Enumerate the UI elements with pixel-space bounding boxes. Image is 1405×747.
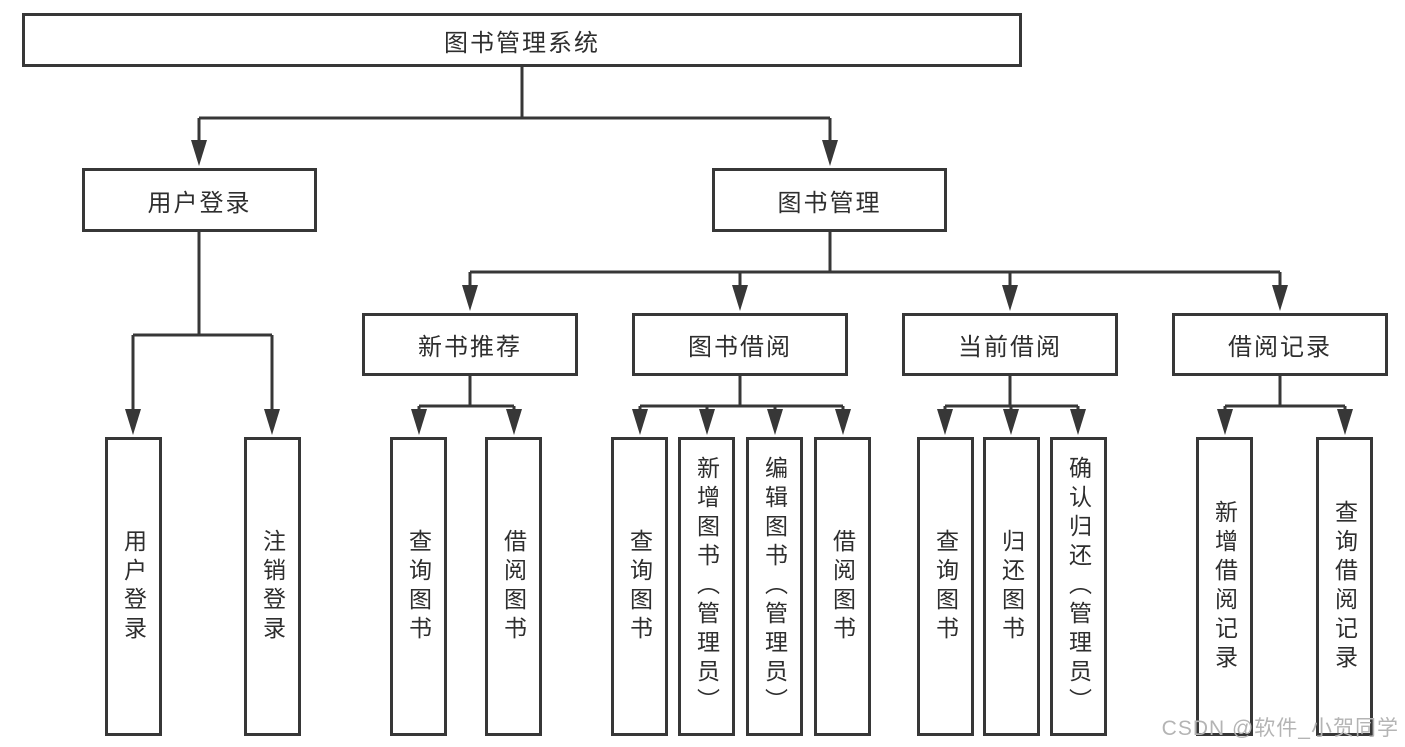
node-book-borrowing: 图书借阅	[632, 313, 848, 376]
arrow-down-icon	[1272, 285, 1288, 311]
arrowheads	[125, 140, 1353, 435]
arrow-down-icon	[632, 409, 648, 435]
node-user-login: 用户登录	[82, 168, 317, 232]
leaf-user-login: 用户登录	[105, 437, 162, 736]
arrow-down-icon	[937, 409, 953, 435]
leaf-query-books: 查询图书	[390, 437, 447, 736]
arrow-down-icon	[1002, 285, 1018, 311]
arrow-down-icon	[767, 409, 783, 435]
arrow-down-icon	[1337, 409, 1353, 435]
leaf-confirm-return-admin: 确认归还（管理员）	[1050, 437, 1107, 736]
leaf-return-books: 归还图书	[983, 437, 1040, 736]
node-new-book-recommendation: 新书推荐	[362, 313, 578, 376]
arrow-down-icon	[835, 409, 851, 435]
arrow-down-icon	[264, 409, 280, 435]
arrow-down-icon	[191, 140, 207, 166]
arrow-down-icon	[411, 409, 427, 435]
arrow-down-icon	[1070, 409, 1086, 435]
leaf-query-borrow-record: 查询借阅记录	[1316, 437, 1373, 736]
leaf-borrow-books: 借阅图书	[485, 437, 542, 736]
leaf-query-books-3: 查询图书	[917, 437, 974, 736]
leaf-add-books-admin: 新增图书（管理员）	[678, 437, 735, 736]
leaf-query-books-2: 查询图书	[611, 437, 668, 736]
arrow-down-icon	[1003, 409, 1019, 435]
arrow-down-icon	[822, 140, 838, 166]
node-book-management: 图书管理	[712, 168, 947, 232]
leaf-logout: 注销登录	[244, 437, 301, 736]
node-library-management-system: 图书管理系统	[22, 13, 1022, 67]
arrow-down-icon	[699, 409, 715, 435]
node-current-borrowing: 当前借阅	[902, 313, 1118, 376]
arrow-down-icon	[125, 409, 141, 435]
leaf-add-borrow-record: 新增借阅记录	[1196, 437, 1253, 736]
leaf-edit-books-admin: 编辑图书（管理员）	[746, 437, 803, 736]
arrow-down-icon	[506, 409, 522, 435]
arrow-down-icon	[1217, 409, 1233, 435]
arrow-down-icon	[462, 285, 478, 311]
node-borrowing-records: 借阅记录	[1172, 313, 1388, 376]
watermark-csdn: CSDN @软件_小贺同学	[1161, 717, 1399, 740]
arrow-down-icon	[732, 285, 748, 311]
leaf-borrow-books-2: 借阅图书	[814, 437, 871, 736]
